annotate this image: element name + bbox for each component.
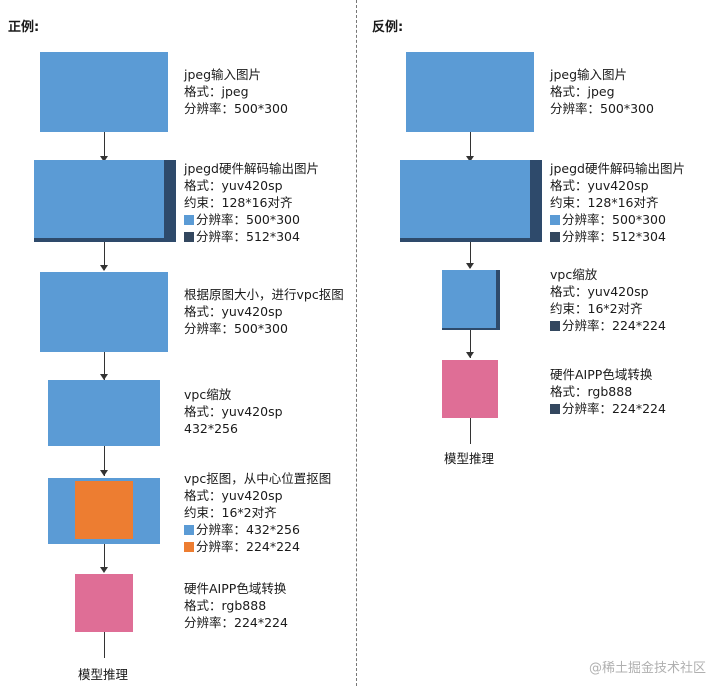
left-connector-3 (104, 352, 105, 380)
right-info-step2: jpegd硬件解码输出图片 格式：yuv420sp 约束：128*16对齐 分辨… (550, 160, 685, 245)
info-format: 格式：rgb888 (550, 384, 633, 399)
info-resolution-blue: 分辨率：432*256 (184, 521, 331, 538)
info-title: 硬件AIPP色域转换 (184, 581, 287, 596)
info-resolution-orange: 分辨率：224*224 (184, 538, 331, 555)
left-arrowhead-1 (100, 156, 108, 162)
right-box-jpegd-output (400, 160, 530, 238)
heading-positive-example: 正例: (8, 20, 40, 35)
info-resolution: 分辨率：500*300 (550, 101, 654, 116)
right-box-aipp-color-convert (442, 360, 498, 418)
info-resolution: 432*256 (184, 421, 238, 436)
legend-swatch-dark (550, 232, 560, 242)
right-connector-1 (470, 132, 471, 162)
right-connector-2 (470, 242, 471, 268)
info-title: 硬件AIPP色域转换 (550, 367, 653, 382)
info-format: 格式：yuv420sp (184, 178, 283, 193)
legend-swatch-blue (550, 215, 560, 225)
left-arrowhead-3 (100, 374, 108, 380)
info-format: 格式：rgb888 (184, 598, 267, 613)
heading-negative-example: 反例: (372, 20, 404, 35)
right-arrowhead-1 (466, 156, 474, 162)
info-format: 格式：jpeg (550, 84, 615, 99)
info-format: 格式：yuv420sp (184, 404, 283, 419)
left-info-step2: jpegd硬件解码输出图片 格式：yuv420sp 约束：128*16对齐 分辨… (184, 160, 319, 245)
info-title: vpc缩放 (184, 387, 232, 402)
info-resolution-blue: 分辨率：500*300 (184, 211, 319, 228)
watermark: @稀土掘金技术社区 (588, 661, 706, 676)
column-divider (356, 0, 357, 686)
left-info-step1: jpeg输入图片 格式：jpeg 分辨率：500*300 (184, 66, 288, 117)
left-box-vpc-crop-original (40, 272, 168, 352)
info-format: 格式：jpeg (184, 84, 249, 99)
left-box-center-crop-region (75, 481, 133, 539)
info-title: vpc抠图，从中心位置抠图 (184, 471, 332, 486)
left-arrowhead-4 (100, 470, 108, 476)
info-title: jpeg输入图片 (550, 67, 628, 82)
left-arrowhead-2 (100, 265, 108, 271)
info-title: jpegd硬件解码输出图片 (184, 161, 319, 176)
info-resolution-dark: 分辨率：224*224 (550, 317, 666, 334)
right-box-vpc-resize (442, 270, 496, 328)
info-title: jpegd硬件解码输出图片 (550, 161, 685, 176)
right-arrowhead-3 (466, 352, 474, 358)
legend-swatch-blue (184, 215, 194, 225)
left-arrowhead-5 (100, 567, 108, 573)
info-resolution-dark: 分辨率：512*304 (184, 228, 319, 245)
right-info-step4: 硬件AIPP色域转换 格式：rgb888 分辨率：224*224 (550, 366, 666, 417)
legend-swatch-orange (184, 542, 194, 552)
left-connector-2 (104, 242, 105, 270)
right-arrowhead-2 (466, 263, 474, 269)
right-connector-4 (470, 418, 471, 444)
info-resolution-dark: 分辨率：512*304 (550, 228, 685, 245)
left-box-vpc-resize (48, 380, 160, 446)
left-info-step4: vpc缩放 格式：yuv420sp 432*256 (184, 386, 283, 437)
left-info-step5: vpc抠图，从中心位置抠图 格式：yuv420sp 约束：16*2对齐 分辨率：… (184, 470, 331, 555)
left-model-inference-label: 模型推理 (78, 667, 129, 682)
left-connector-6 (104, 632, 105, 658)
info-resolution-blue: 分辨率：500*300 (550, 211, 685, 228)
info-resolution: 分辨率：224*224 (184, 615, 288, 630)
legend-swatch-blue (184, 525, 194, 535)
left-box-jpeg-input (40, 52, 168, 132)
legend-swatch-dark (184, 232, 194, 242)
right-info-step3: vpc缩放 格式：yuv420sp 约束：16*2对齐 分辨率：224*224 (550, 266, 666, 334)
info-format: 格式：yuv420sp (550, 284, 649, 299)
info-title: vpc缩放 (550, 267, 598, 282)
right-connector-3 (470, 330, 471, 358)
left-box-jpegd-output (34, 160, 164, 238)
info-format: 格式：yuv420sp (184, 304, 283, 319)
info-constraint: 约束：128*16对齐 (184, 195, 293, 210)
left-info-step6: 硬件AIPP色域转换 格式：rgb888 分辨率：224*224 (184, 580, 288, 631)
left-info-step3: 根据原图大小，进行vpc抠图 格式：yuv420sp 分辨率：500*300 (184, 286, 344, 337)
info-format: 格式：yuv420sp (550, 178, 649, 193)
info-constraint: 约束：16*2对齐 (184, 505, 277, 520)
info-resolution-dark: 分辨率：224*224 (550, 400, 666, 417)
right-box-jpeg-input (406, 52, 534, 132)
info-format: 格式：yuv420sp (184, 488, 283, 503)
info-title: 根据原图大小，进行vpc抠图 (184, 287, 344, 302)
left-box-aipp-color-convert (75, 574, 133, 632)
left-connector-5 (104, 544, 105, 570)
left-connector-1 (104, 132, 105, 162)
legend-swatch-dark (550, 404, 560, 414)
info-constraint: 约束：16*2对齐 (550, 301, 643, 316)
right-model-inference-label: 模型推理 (444, 451, 495, 466)
right-info-step1: jpeg输入图片 格式：jpeg 分辨率：500*300 (550, 66, 654, 117)
info-resolution: 分辨率：500*300 (184, 101, 288, 116)
left-connector-4 (104, 446, 105, 476)
info-resolution: 分辨率：500*300 (184, 321, 288, 336)
legend-swatch-dark (550, 321, 560, 331)
info-constraint: 约束：128*16对齐 (550, 195, 659, 210)
info-title: jpeg输入图片 (184, 67, 262, 82)
